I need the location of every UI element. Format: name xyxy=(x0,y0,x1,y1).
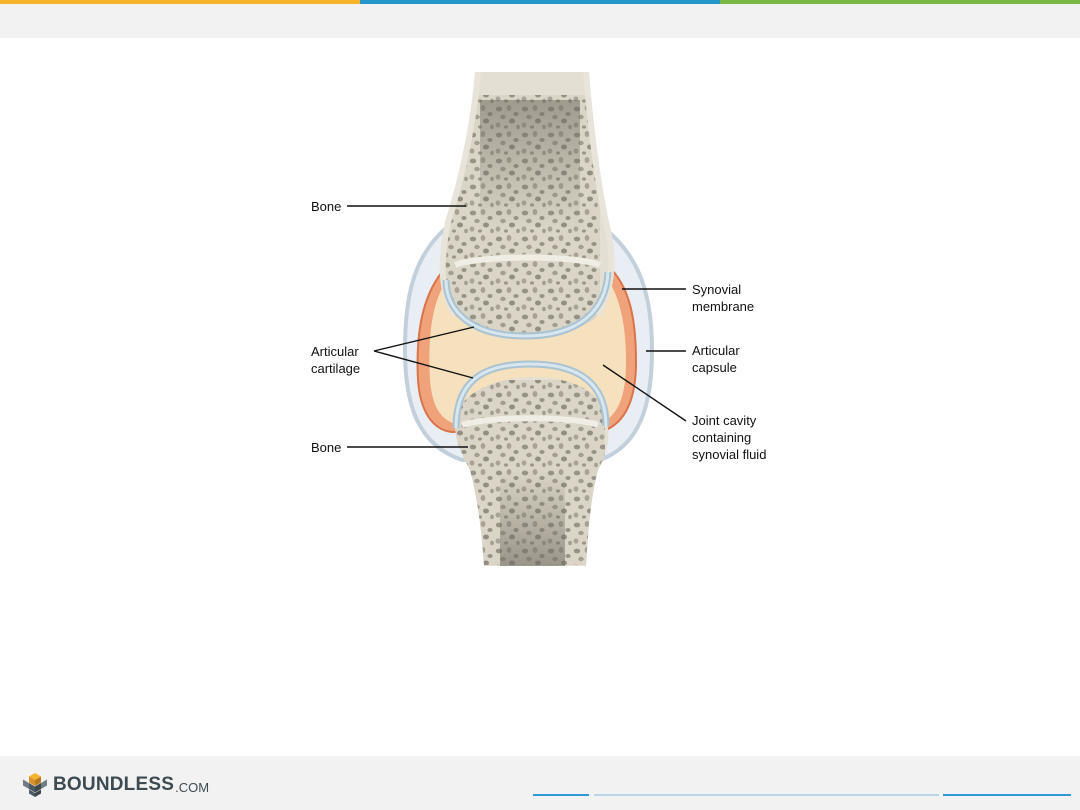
boundless-logo[interactable]: BOUNDLESS .COM xyxy=(22,772,209,798)
label-synovial-membrane-line2: membrane xyxy=(692,299,754,314)
leader-joint-cavity xyxy=(602,364,687,422)
footer-rule-1 xyxy=(533,794,589,796)
accent-stripe-blue xyxy=(360,0,720,4)
logo-wordmark: BOUNDLESS xyxy=(53,774,175,795)
cube-stack-icon xyxy=(23,773,47,797)
footer-rule-2 xyxy=(594,794,939,796)
label-joint-cavity-line2: containing xyxy=(692,430,751,445)
label-bone-top: Bone xyxy=(311,199,341,214)
label-articular-capsule-line1: Articular xyxy=(692,343,740,358)
label-joint-cavity-line3: synovial fluid xyxy=(692,447,766,462)
leader-cartilage-lower xyxy=(373,350,474,379)
top-header-bar xyxy=(0,0,1080,38)
footer-rule-3 xyxy=(943,794,1071,796)
label-bone-bottom: Bone xyxy=(311,440,341,455)
accent-stripe-green xyxy=(720,0,1080,4)
footer-bar xyxy=(0,756,1080,810)
label-articular-cartilage-line2: cartilage xyxy=(311,361,360,376)
leader-cartilage-upper xyxy=(373,326,475,352)
logo-domain: .COM xyxy=(175,779,210,795)
accent-stripe-orange xyxy=(0,0,360,4)
label-articular-capsule-line2: capsule xyxy=(692,360,737,375)
label-synovial-membrane-line1: Synovial xyxy=(692,282,741,297)
label-joint-cavity-line1: Joint cavity xyxy=(692,413,757,428)
label-articular-cartilage-line1: Articular xyxy=(311,344,359,359)
